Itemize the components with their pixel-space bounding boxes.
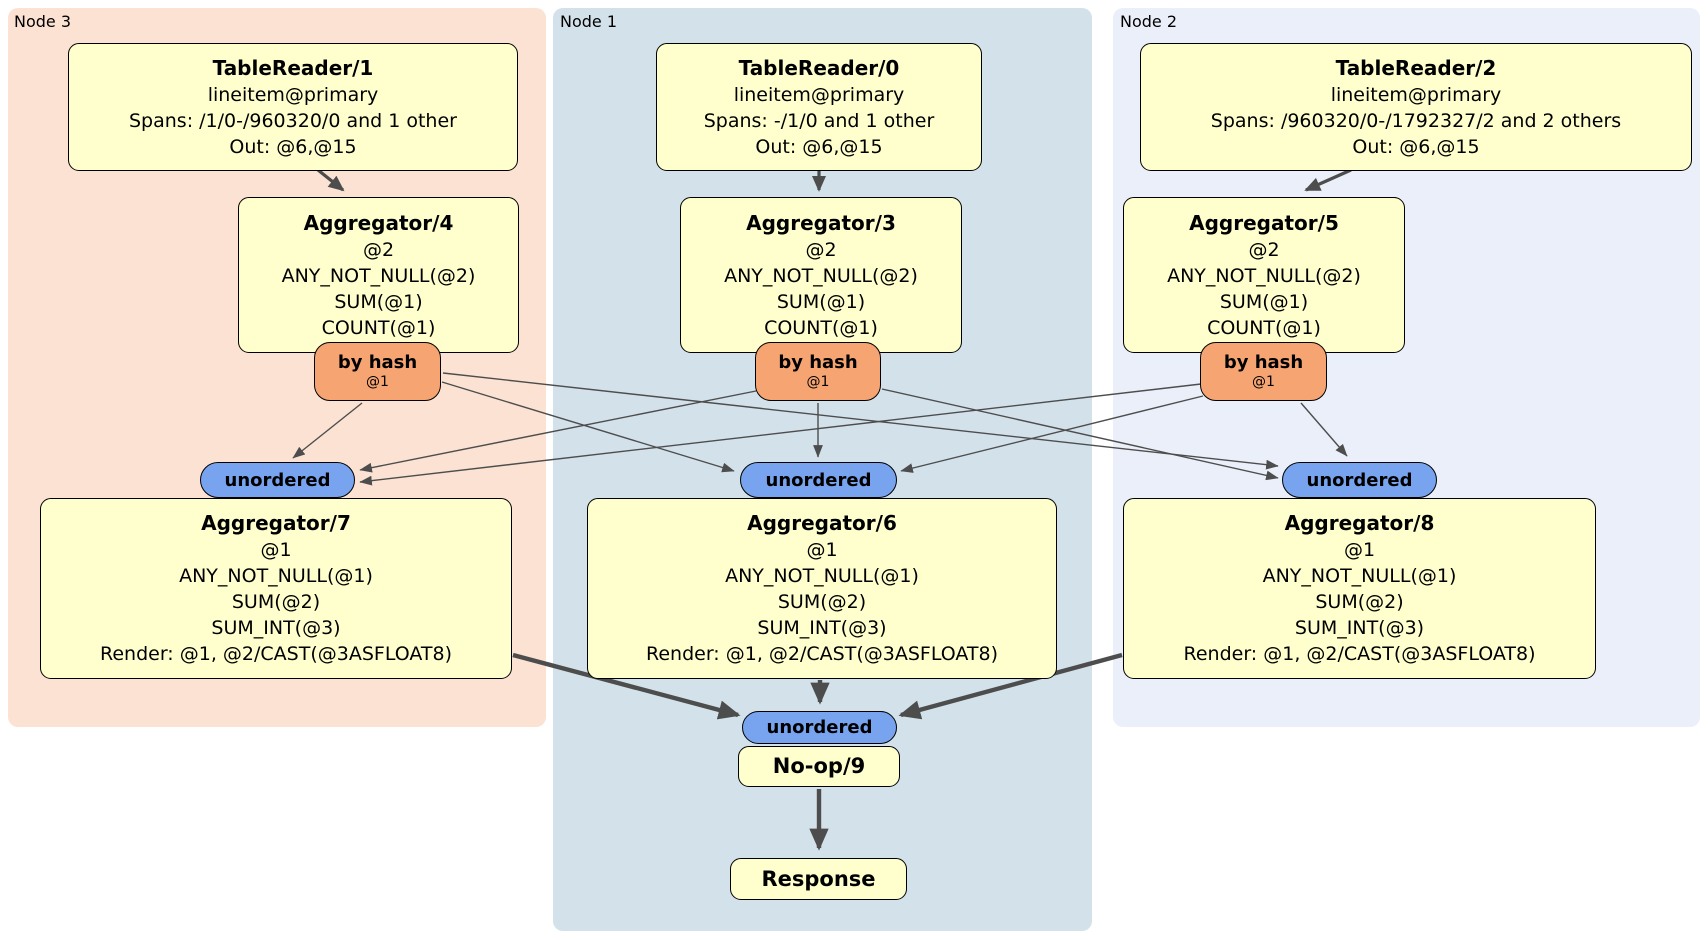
processor-title: TableReader/0 [738,55,900,80]
edge-agg8-uno9 [898,652,1123,720]
processor-detail-line: Spans: /960320/0-/1792327/2 and 2 others [1210,109,1622,132]
processor-detail-line: ANY_NOT_NULL(@2) [1167,264,1361,287]
processor-detail-line: @2 [1248,238,1280,261]
processor-detail-line: SUM_INT(@3) [757,617,887,639]
processor-aggregator-4: Aggregator/4 @2 ANY_NOT_NULL(@2) SUM(@1)… [238,197,519,353]
processor-detail-line: SUM(@1) [334,290,423,313]
processor-detail-line: Spans: -/1/0 and 1 other [703,109,935,132]
processor-aggregator-5: Aggregator/5 @2 ANY_NOT_NULL(@2) SUM(@1)… [1123,197,1405,353]
processor-detail-line: Render: @1, @2/CAST(@3ASFLOAT8) [646,643,998,665]
processor-title: TableReader/2 [1335,55,1497,80]
edge-byhash3-uno7 [359,390,757,473]
hash-router-node1: by hash @1 [755,342,881,401]
processor-detail-line: COUNT(@1) [764,316,878,339]
hash-router-detail: @1 [806,374,830,390]
processor-detail-line: ANY_NOT_NULL(@2) [724,264,918,287]
edge-byhash4-uno7 [292,402,363,459]
unordered-sync-node1: unordered [740,462,897,498]
processor-detail-line: @1 [1343,539,1376,561]
processor-detail-line: Spans: /1/0-/960320/0 and 1 other [129,109,457,132]
processor-detail-line: SUM(@1) [776,290,866,313]
processor-title: Aggregator/5 [1189,210,1339,235]
processor-title: TableReader/1 [212,55,374,80]
processor-aggregator-3: Aggregator/3 @2 ANY_NOT_NULL(@2) SUM(@1)… [680,197,962,353]
processor-detail-line: ANY_NOT_NULL(@2) [281,264,476,287]
edge-agg7-uno9 [512,652,741,720]
processor-tablereader-1: TableReader/1 lineitem@primary Spans: /1… [68,43,518,171]
processor-tablereader-0: TableReader/0 lineitem@primary Spans: -/… [656,43,982,171]
processor-detail-line: Out: @6,@15 [1352,135,1480,158]
processor-detail-line: SUM(@2) [777,591,867,613]
processor-title: Aggregator/6 [747,511,897,535]
processor-detail-line: Out: @6,@15 [755,135,883,158]
processor-title: No-op/9 [772,754,866,778]
node-2-label: Node 2 [1120,12,1178,31]
processor-title: Response [761,866,876,891]
unordered-sync-node3: unordered [200,462,355,498]
processor-detail-line: SUM_INT(@3) [1294,617,1425,639]
edge-tr1-agg4 [317,168,345,192]
processor-aggregator-7: Aggregator/7 @1 ANY_NOT_NULL(@1) SUM(@2)… [40,498,512,679]
hash-router-node3: by hash @1 [314,342,441,401]
edge-byhash4-uno8 [442,372,1279,470]
processor-detail-line: ANY_NOT_NULL(@1) [1262,565,1457,587]
edge-byhash5-uno6 [900,395,1204,473]
edge-tr2-agg5 [1304,168,1352,192]
edge-byhash3-uno8 [881,388,1279,481]
unordered-sync-final: unordered [742,711,897,744]
processor-noop-9: No-op/9 [738,746,900,787]
hash-router-label: by hash [1223,352,1304,373]
processor-detail-line: SUM(@2) [231,591,321,613]
hash-router-label: by hash [778,352,858,373]
processor-detail-line: lineitem@primary [207,83,379,106]
processor-detail-line: ANY_NOT_NULL(@1) [725,565,919,587]
processor-detail-line: COUNT(@1) [1207,316,1321,339]
processor-detail-line: @2 [805,238,837,261]
processor-detail-line: ANY_NOT_NULL(@1) [179,565,373,587]
processor-detail-line: lineitem@primary [733,83,905,106]
edge-byhash5-uno8 [1300,402,1348,457]
processor-detail-line: SUM(@2) [1315,591,1404,613]
node-3-label: Node 3 [14,12,72,31]
processor-detail-line: SUM(@1) [1219,290,1309,313]
response-node: Response [730,858,907,900]
processor-detail-line: @1 [260,539,292,561]
edge-byhash5-uno7 [359,383,1202,486]
hash-router-detail: @1 [1252,374,1275,390]
processor-detail-line: @2 [362,238,395,261]
edge-byhash4-uno6 [441,381,735,473]
processor-title: Aggregator/3 [746,210,896,235]
hash-router-node2: by hash @1 [1200,342,1327,401]
hash-router-label: by hash [337,352,418,373]
processor-tablereader-2: TableReader/2 lineitem@primary Spans: /9… [1140,43,1692,171]
node-1-label: Node 1 [560,12,618,31]
unordered-sync-node2: unordered [1282,462,1437,498]
hash-router-detail: @1 [366,374,389,390]
processor-detail-line: COUNT(@1) [321,316,436,339]
processor-detail-line: Render: @1, @2/CAST(@3ASFLOAT8) [1183,643,1536,665]
processor-title: Aggregator/8 [1284,511,1435,535]
processor-aggregator-8: Aggregator/8 @1 ANY_NOT_NULL(@1) SUM(@2)… [1123,498,1596,679]
processor-aggregator-6: Aggregator/6 @1 ANY_NOT_NULL(@1) SUM(@2)… [587,498,1057,679]
processor-detail-line: @1 [806,539,838,561]
processor-title: Aggregator/7 [201,511,351,535]
processor-detail-line: Out: @6,@15 [229,135,357,158]
processor-detail-line: lineitem@primary [1330,83,1502,106]
processor-detail-line: Render: @1, @2/CAST(@3ASFLOAT8) [100,643,452,665]
processor-title: Aggregator/4 [303,210,454,235]
processor-detail-line: SUM_INT(@3) [211,617,341,639]
